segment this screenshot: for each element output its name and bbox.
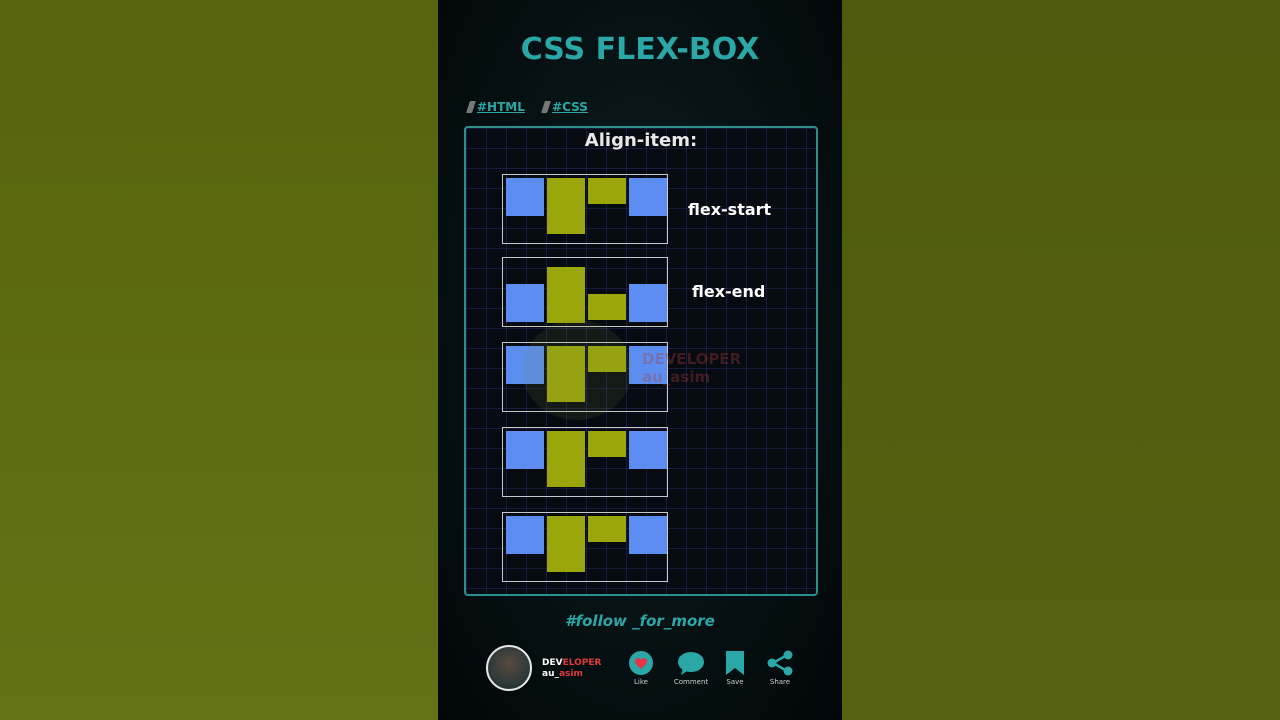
demo-5 xyxy=(502,512,668,582)
short-olive-box xyxy=(588,431,626,457)
watermark-text: DEVELOPER au_asim xyxy=(642,350,741,386)
demo-label-flex-start: flex-start xyxy=(688,200,771,219)
video-frame: CSS FLEX-BOX #HTML #CSS Align-item: flex… xyxy=(438,0,842,720)
demo-board: Align-item: flex-start flex-end xyxy=(464,126,818,596)
watermark-logo xyxy=(522,320,632,420)
blue-box xyxy=(506,178,544,216)
blue-box xyxy=(629,178,667,216)
share-button[interactable]: Share xyxy=(755,650,805,686)
blue-box xyxy=(506,284,544,322)
pin-icon xyxy=(466,101,476,113)
blue-box xyxy=(629,284,667,322)
share-icon xyxy=(766,650,794,676)
background-left xyxy=(0,0,438,720)
page-title: CSS FLEX-BOX xyxy=(438,32,842,67)
demo-4 xyxy=(502,427,668,497)
comment-button[interactable]: Comment xyxy=(666,650,716,686)
save-button[interactable]: Save xyxy=(710,650,760,686)
tall-olive-box xyxy=(547,267,585,323)
tall-olive-box xyxy=(547,178,585,234)
follow-hashtag: #follow _for_more xyxy=(438,612,842,630)
demo-label-flex-end: flex-end xyxy=(692,282,765,301)
avatar[interactable] xyxy=(486,645,532,691)
pin-icon xyxy=(541,101,551,113)
hashtag-row: #HTML #CSS xyxy=(468,100,602,114)
tag-css[interactable]: #CSS xyxy=(543,100,588,114)
blue-box xyxy=(629,516,667,554)
demo-flex-start xyxy=(502,174,668,244)
tall-olive-box xyxy=(547,431,585,487)
comment-icon xyxy=(677,650,705,676)
blue-box xyxy=(506,431,544,469)
like-button[interactable]: Like xyxy=(616,650,666,686)
tall-olive-box xyxy=(547,516,585,572)
blue-box xyxy=(506,516,544,554)
short-olive-box xyxy=(588,178,626,204)
heart-icon xyxy=(628,650,654,676)
short-olive-box xyxy=(588,294,626,320)
demo-flex-end xyxy=(502,257,668,327)
channel-brand[interactable]: DEVELOPER au_asim xyxy=(542,658,601,680)
background-right xyxy=(842,0,1280,720)
board-heading: Align-item: xyxy=(466,130,816,151)
bookmark-icon xyxy=(724,650,746,676)
short-olive-box xyxy=(588,516,626,542)
blue-box xyxy=(629,431,667,469)
tag-html[interactable]: #HTML xyxy=(468,100,525,114)
